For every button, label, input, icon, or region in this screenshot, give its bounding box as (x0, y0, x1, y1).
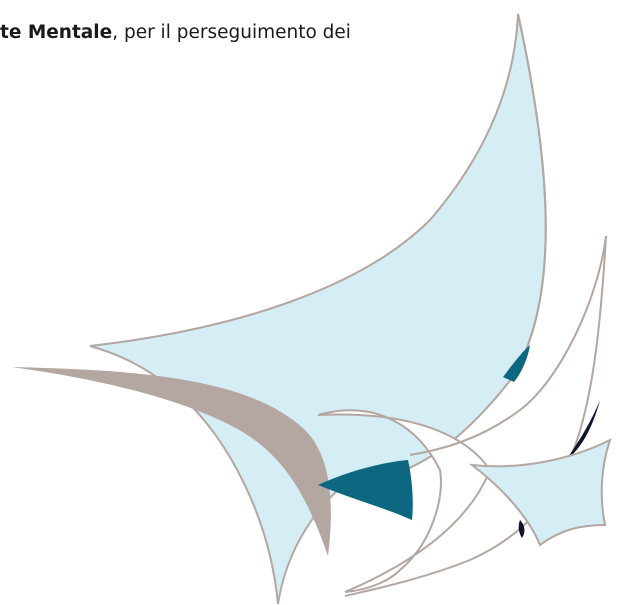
white-sail-shape (317, 409, 492, 593)
small-sail-shape (468, 438, 612, 547)
teal-notch-right (503, 345, 530, 382)
sail-edge-top (511, 13, 547, 379)
taupe-swoosh (12, 367, 331, 556)
plain-text: , per il perseguimento dei (112, 22, 351, 43)
navy-dot (518, 520, 525, 538)
body-text-line: te Mentale, per il perseguimento dei (0, 21, 500, 45)
bold-text: te Mentale (0, 22, 113, 43)
teal-band-lower (318, 460, 413, 520)
right-sail-outline (409, 235, 607, 456)
